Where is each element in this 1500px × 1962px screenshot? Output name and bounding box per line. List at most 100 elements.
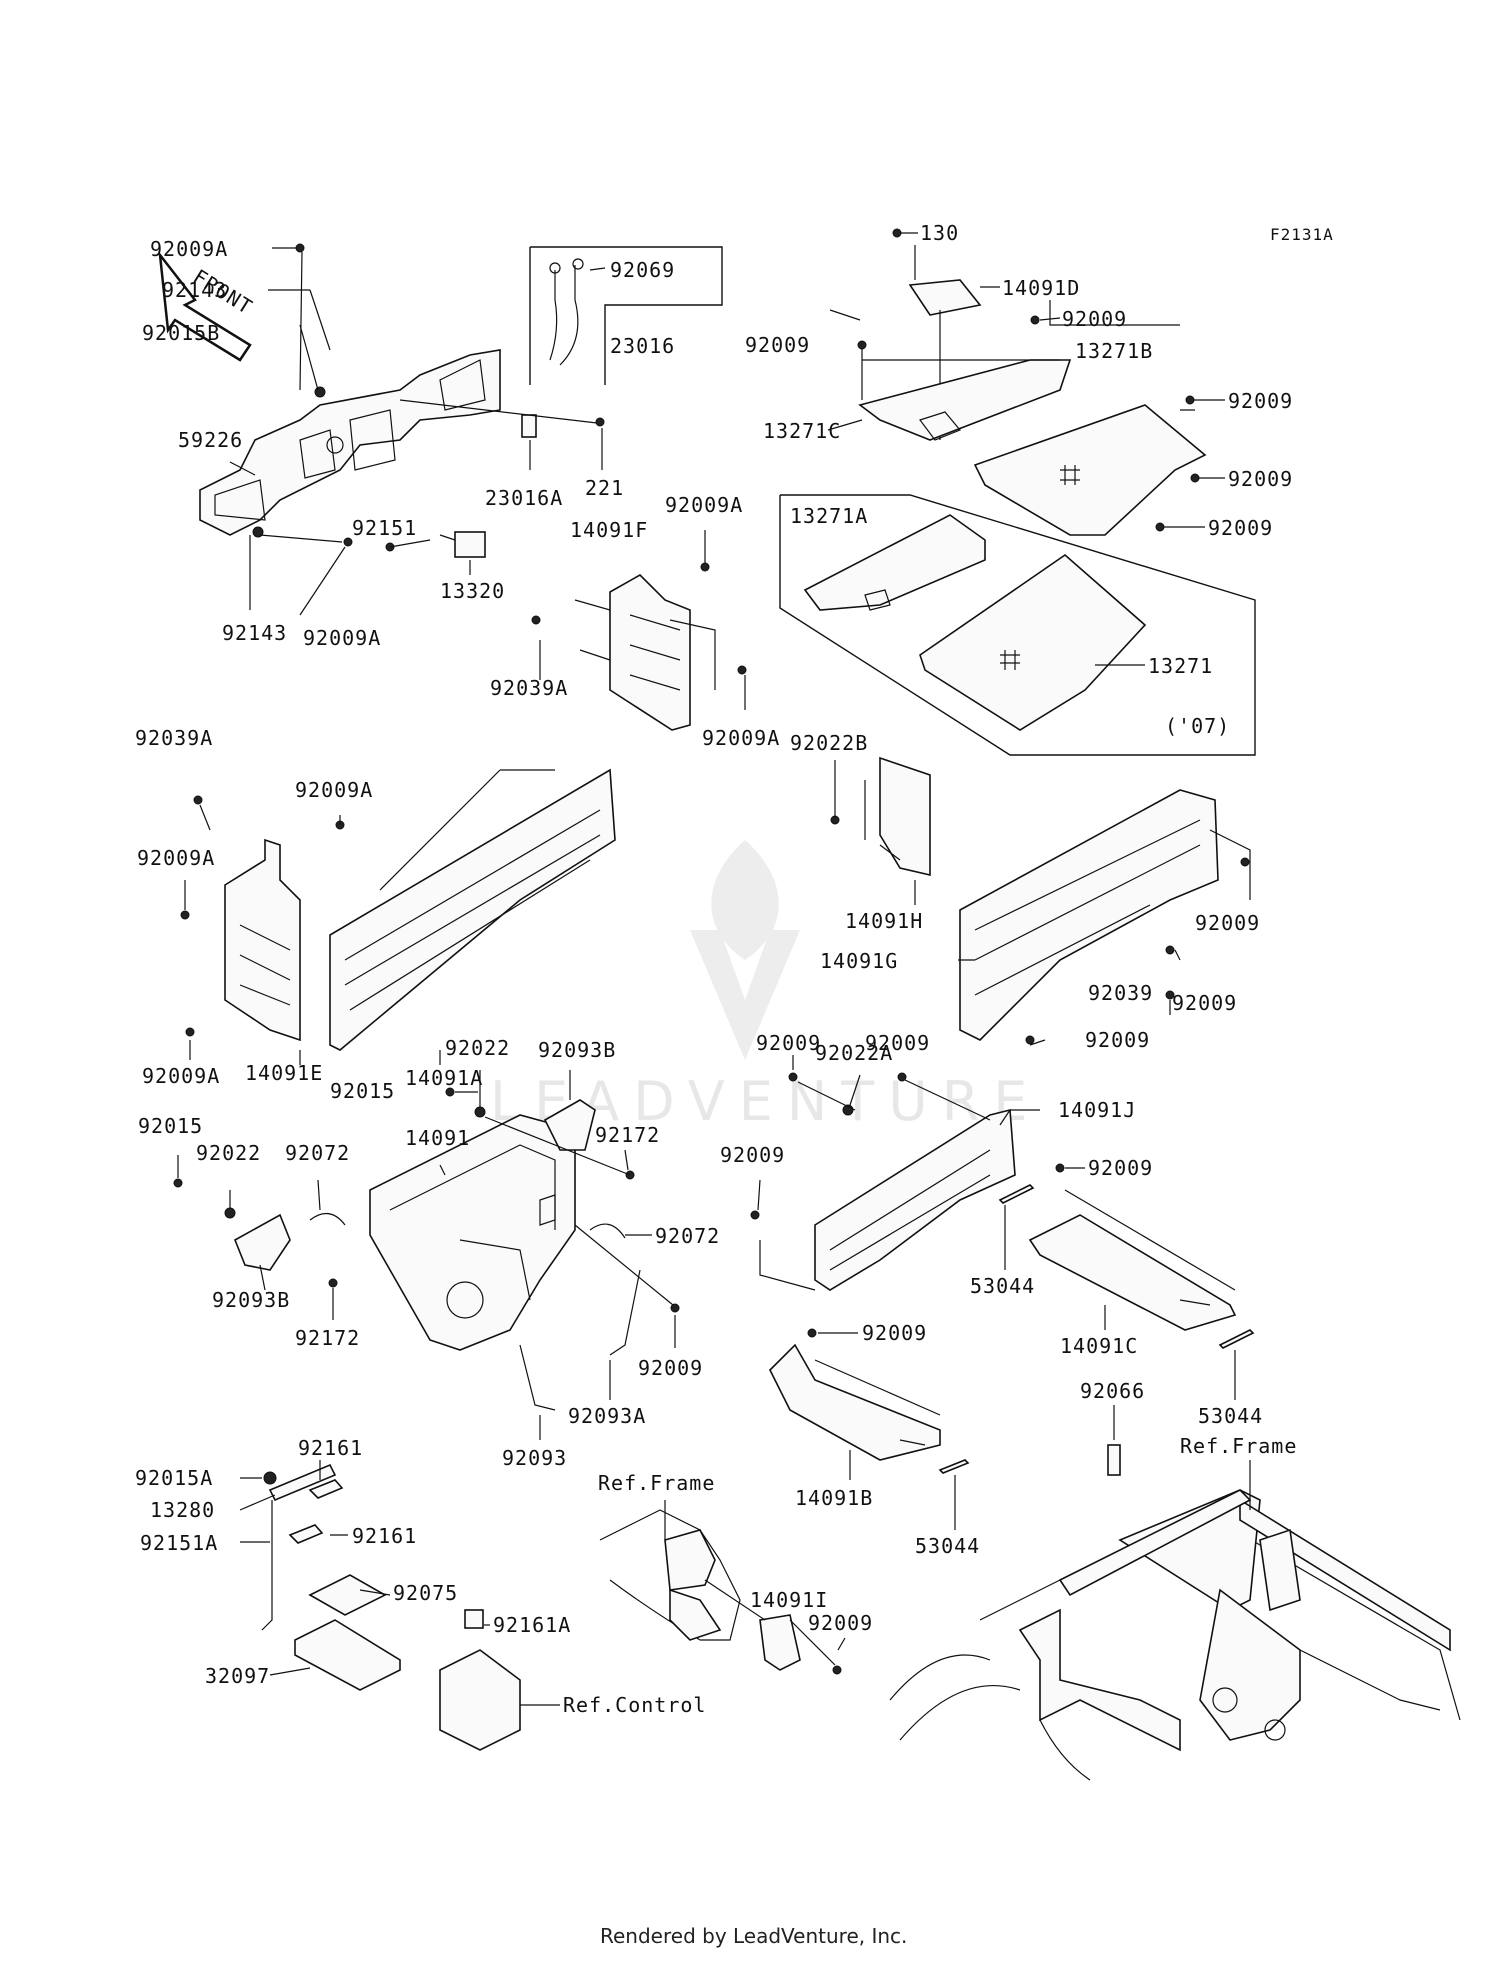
label-130: 130 xyxy=(920,221,959,245)
label-13271: 13271 xyxy=(1148,654,1213,678)
label-92161: 92161 xyxy=(298,1436,363,1460)
label-92075: 92075 xyxy=(393,1581,458,1605)
label-92009A: 92009A xyxy=(142,1064,220,1088)
part-14091F-panel xyxy=(574,574,716,731)
label-13280: 13280 xyxy=(150,1498,215,1522)
part-92093A-rod xyxy=(609,1269,641,1356)
label-ref-frame: Ref.Frame xyxy=(598,1471,715,1495)
part-92066 xyxy=(1107,1444,1121,1476)
label-92009: 92009 xyxy=(1195,911,1260,935)
part-14091I-bracket xyxy=(759,1614,801,1671)
label-92093: 92093 xyxy=(502,1446,567,1470)
part-13320-switch xyxy=(439,531,486,558)
label-92015: 92015 xyxy=(330,1079,395,1103)
part-92161-pad-1 xyxy=(308,1479,344,1499)
bolt-icons xyxy=(173,228,1250,1675)
part-92072-clip-left xyxy=(309,1213,346,1226)
label-92009A: 92009A xyxy=(295,778,373,802)
label-92039A: 92039A xyxy=(135,726,213,750)
diagram-code: F2131A xyxy=(1270,225,1334,244)
part-23016A-connector xyxy=(521,414,537,438)
part-13271B-plate xyxy=(973,300,1207,536)
label-92009: 92009 xyxy=(1228,389,1293,413)
label-92009: 92009 xyxy=(1208,516,1273,540)
part-14091E-side-plate xyxy=(224,838,301,1042)
year-note: ('07) xyxy=(1165,714,1230,738)
part-ref-frame-main xyxy=(889,1489,1461,1781)
label-14091G: 14091G xyxy=(820,949,898,973)
label-13271C: 13271C xyxy=(763,419,841,443)
part-13271C-plate xyxy=(858,345,1072,441)
part-53044-strip-3 xyxy=(938,1459,970,1474)
label-ref-control: Ref.Control xyxy=(563,1693,706,1717)
label-92009A: 92009A xyxy=(303,626,381,650)
label-92143: 92143 xyxy=(162,278,227,302)
label-92072: 92072 xyxy=(285,1141,350,1165)
label-53044: 53044 xyxy=(970,1274,1035,1298)
label-92072: 92072 xyxy=(655,1224,720,1248)
label-92009: 92009 xyxy=(756,1031,821,1055)
label-59226: 59226 xyxy=(178,428,243,452)
label-23016: 23016 xyxy=(610,334,675,358)
part-92075-pad xyxy=(308,1574,387,1616)
label-92039: 92039 xyxy=(1088,981,1153,1005)
label-92022A: 92022A xyxy=(815,1041,893,1065)
label-53044: 53044 xyxy=(915,1534,980,1558)
label-92172: 92172 xyxy=(295,1326,360,1350)
part-14091G-panel xyxy=(959,789,1251,1041)
label-92039A: 92039A xyxy=(490,676,568,700)
label-92069: 92069 xyxy=(610,258,675,282)
label-14091D: 14091D xyxy=(1002,276,1080,300)
label-13271A: 13271A xyxy=(790,504,868,528)
part-59226-dash-panel xyxy=(199,349,501,536)
label-92022B: 92022B xyxy=(790,731,868,755)
label-92143: 92143 xyxy=(222,621,287,645)
label-92009A: 92009A xyxy=(137,846,215,870)
part-14091D-lid xyxy=(908,245,982,440)
part-labels: 92009A 92143 92015B 59226 92143 92009A 9… xyxy=(135,221,1297,1717)
part-13280-strap xyxy=(268,1463,337,1502)
label-14091A: 14091A xyxy=(405,1066,483,1090)
part-53044-strip-1 xyxy=(998,1184,1035,1204)
label-92161A: 92161A xyxy=(493,1613,571,1637)
part-ref-frame-small xyxy=(599,1500,741,1641)
label-92009: 92009 xyxy=(1088,1156,1153,1180)
part-92093B-bracket-left xyxy=(233,1213,291,1271)
label-92151A: 92151A xyxy=(140,1531,218,1555)
part-14091A-long-panel xyxy=(329,768,616,1051)
label-92015B: 92015B xyxy=(142,321,220,345)
label-92009: 92009 xyxy=(1062,307,1127,331)
label-92093B: 92093B xyxy=(538,1038,616,1062)
part-92151A-rod xyxy=(261,1500,273,1631)
label-92022: 92022 xyxy=(196,1141,261,1165)
label-92009: 92009 xyxy=(638,1356,703,1380)
label-92009A: 92009A xyxy=(150,237,228,261)
label-92022: 92022 xyxy=(445,1036,510,1060)
label-ref-frame: Ref.Frame xyxy=(1180,1434,1297,1458)
label-92009: 92009 xyxy=(865,1031,930,1055)
label-92009: 92009 xyxy=(1172,991,1237,1015)
watermark: LEADVENTURE xyxy=(490,840,1027,1133)
label-92009: 92009 xyxy=(745,333,810,357)
label-92009: 92009 xyxy=(808,1611,873,1635)
label-53044: 53044 xyxy=(1198,1404,1263,1428)
part-14091B-tray xyxy=(769,1343,941,1461)
label-92009: 92009 xyxy=(720,1143,785,1167)
label-92009A: 92009A xyxy=(702,726,780,750)
footer-credit: Rendered by LeadVenture, Inc. xyxy=(600,1924,907,1948)
label-92009: 92009 xyxy=(1085,1028,1150,1052)
leader-lines xyxy=(177,232,1251,1706)
part-32097-tray xyxy=(294,1619,401,1691)
label-14091I: 14091I xyxy=(750,1588,828,1612)
label-23016A: 23016A xyxy=(485,486,563,510)
label-92015: 92015 xyxy=(138,1114,203,1138)
part-14091H-panel xyxy=(864,756,931,877)
label-92093B: 92093B xyxy=(212,1288,290,1312)
part-14091C-plate xyxy=(1028,1189,1237,1331)
label-14091J: 14091J xyxy=(1058,1098,1136,1122)
part-92093-rod xyxy=(519,1344,556,1411)
label-13271B: 13271B xyxy=(1075,339,1153,363)
label-14091B: 14091B xyxy=(795,1486,873,1510)
label-92009A: 92009A xyxy=(665,493,743,517)
label-14091: 14091 xyxy=(405,1126,470,1150)
